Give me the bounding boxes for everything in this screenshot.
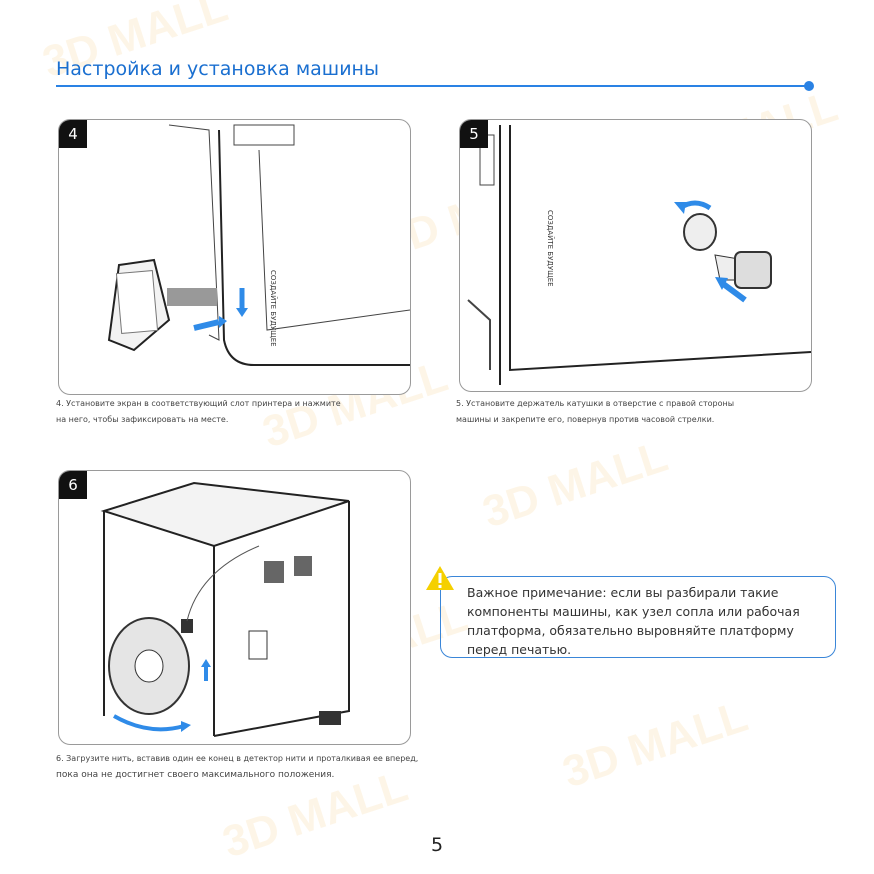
caption-line: 5. Установите держатель катушки в отверс… — [456, 399, 735, 408]
spool-holder-drawing: СОЗДАЙТЕ БУДУЩЕЕ — [467, 125, 811, 385]
step-number: 6 — [59, 471, 87, 499]
filament-load-drawing — [100, 481, 350, 737]
title-rule-dot — [804, 81, 814, 91]
page-title: Настройка и установка машины — [56, 58, 379, 80]
caption-line: 4. Установите экран в соответствующий сл… — [56, 399, 341, 408]
step-number: 4 — [59, 120, 87, 148]
caption-line: на него, чтобы зафиксировать на месте. — [56, 415, 229, 424]
caption-line: машины и закрепите его, повернув против … — [456, 415, 715, 424]
arrow-icon — [193, 319, 220, 331]
printer-label: СОЗДАЙТЕ БУДУЩЕЕ — [269, 270, 278, 347]
note-text: Важное примечание: если вы разбирали так… — [467, 585, 800, 657]
step-5-caption: 5. Установите держатель катушки в отверс… — [456, 396, 734, 428]
caption-line: 6. Загрузите нить, вставив один ее конец… — [56, 754, 419, 763]
step-4-illustration: 4 СОЗДАЙТЕ БУДУЩЕЕ — [58, 119, 411, 395]
title-rule — [56, 85, 808, 87]
watermark: 3D MALL — [556, 691, 754, 798]
page-number: 5 — [430, 834, 444, 856]
step-6-caption: 6. Загрузите нить, вставив один ее конец… — [56, 751, 418, 783]
step-5-illustration: 5 СОЗДАЙТЕ БУДУЩЕЕ — [459, 119, 812, 392]
printer-label: СОЗДАЙТЕ БУДУЩЕЕ — [546, 210, 555, 287]
important-note: Важное примечание: если вы разбирали так… — [440, 576, 836, 658]
watermark: 3D MALL — [476, 431, 674, 538]
printer-screen-drawing: СОЗДАЙТЕ БУДУЩЕЕ — [107, 124, 410, 366]
step-6-illustration: 6 — [58, 470, 411, 745]
step-number: 5 — [460, 120, 488, 148]
warning-icon — [426, 566, 454, 590]
step-4-caption: 4. Установите экран в соответствующий сл… — [56, 396, 341, 428]
caption-line: пока она не достигнет своего максимально… — [56, 770, 335, 780]
